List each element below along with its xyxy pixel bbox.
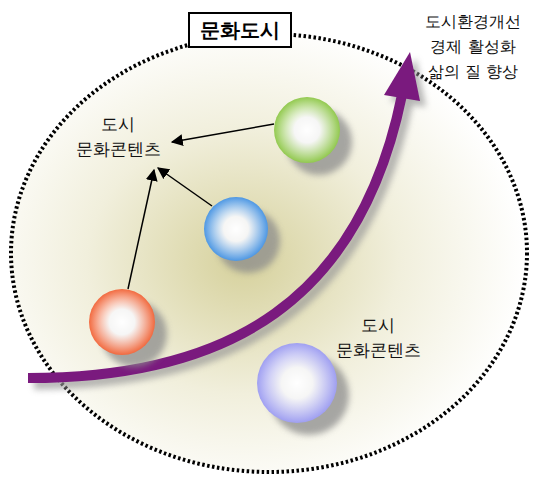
growth-arrow [28,95,402,378]
title-holder: 문화도시 [188,12,292,48]
lavender-sphere [257,343,337,423]
growth-arrow-head [384,52,420,101]
leader-arrow [128,170,154,289]
orange-sphere [89,289,155,355]
content-label: 도시 문화콘텐츠 [68,112,168,162]
leader-arrow [172,124,274,142]
outcome-label: 도시환경개선 경제 활성화 삶의 질 향상 [416,9,530,84]
label-holder: 도시환경개선 경제 활성화 삶의 질 향상 [416,9,530,84]
green-sphere [274,97,340,163]
leader-arrow [158,168,212,206]
region-ellipse [11,34,527,472]
content-label: 도시 문화콘텐츠 [328,313,428,363]
label-holder: 도시 문화콘텐츠 [328,313,428,363]
label-holder: 도시 문화콘텐츠 [68,112,168,162]
blue-sphere [204,197,268,261]
region-title: 문화도시 [188,12,292,48]
